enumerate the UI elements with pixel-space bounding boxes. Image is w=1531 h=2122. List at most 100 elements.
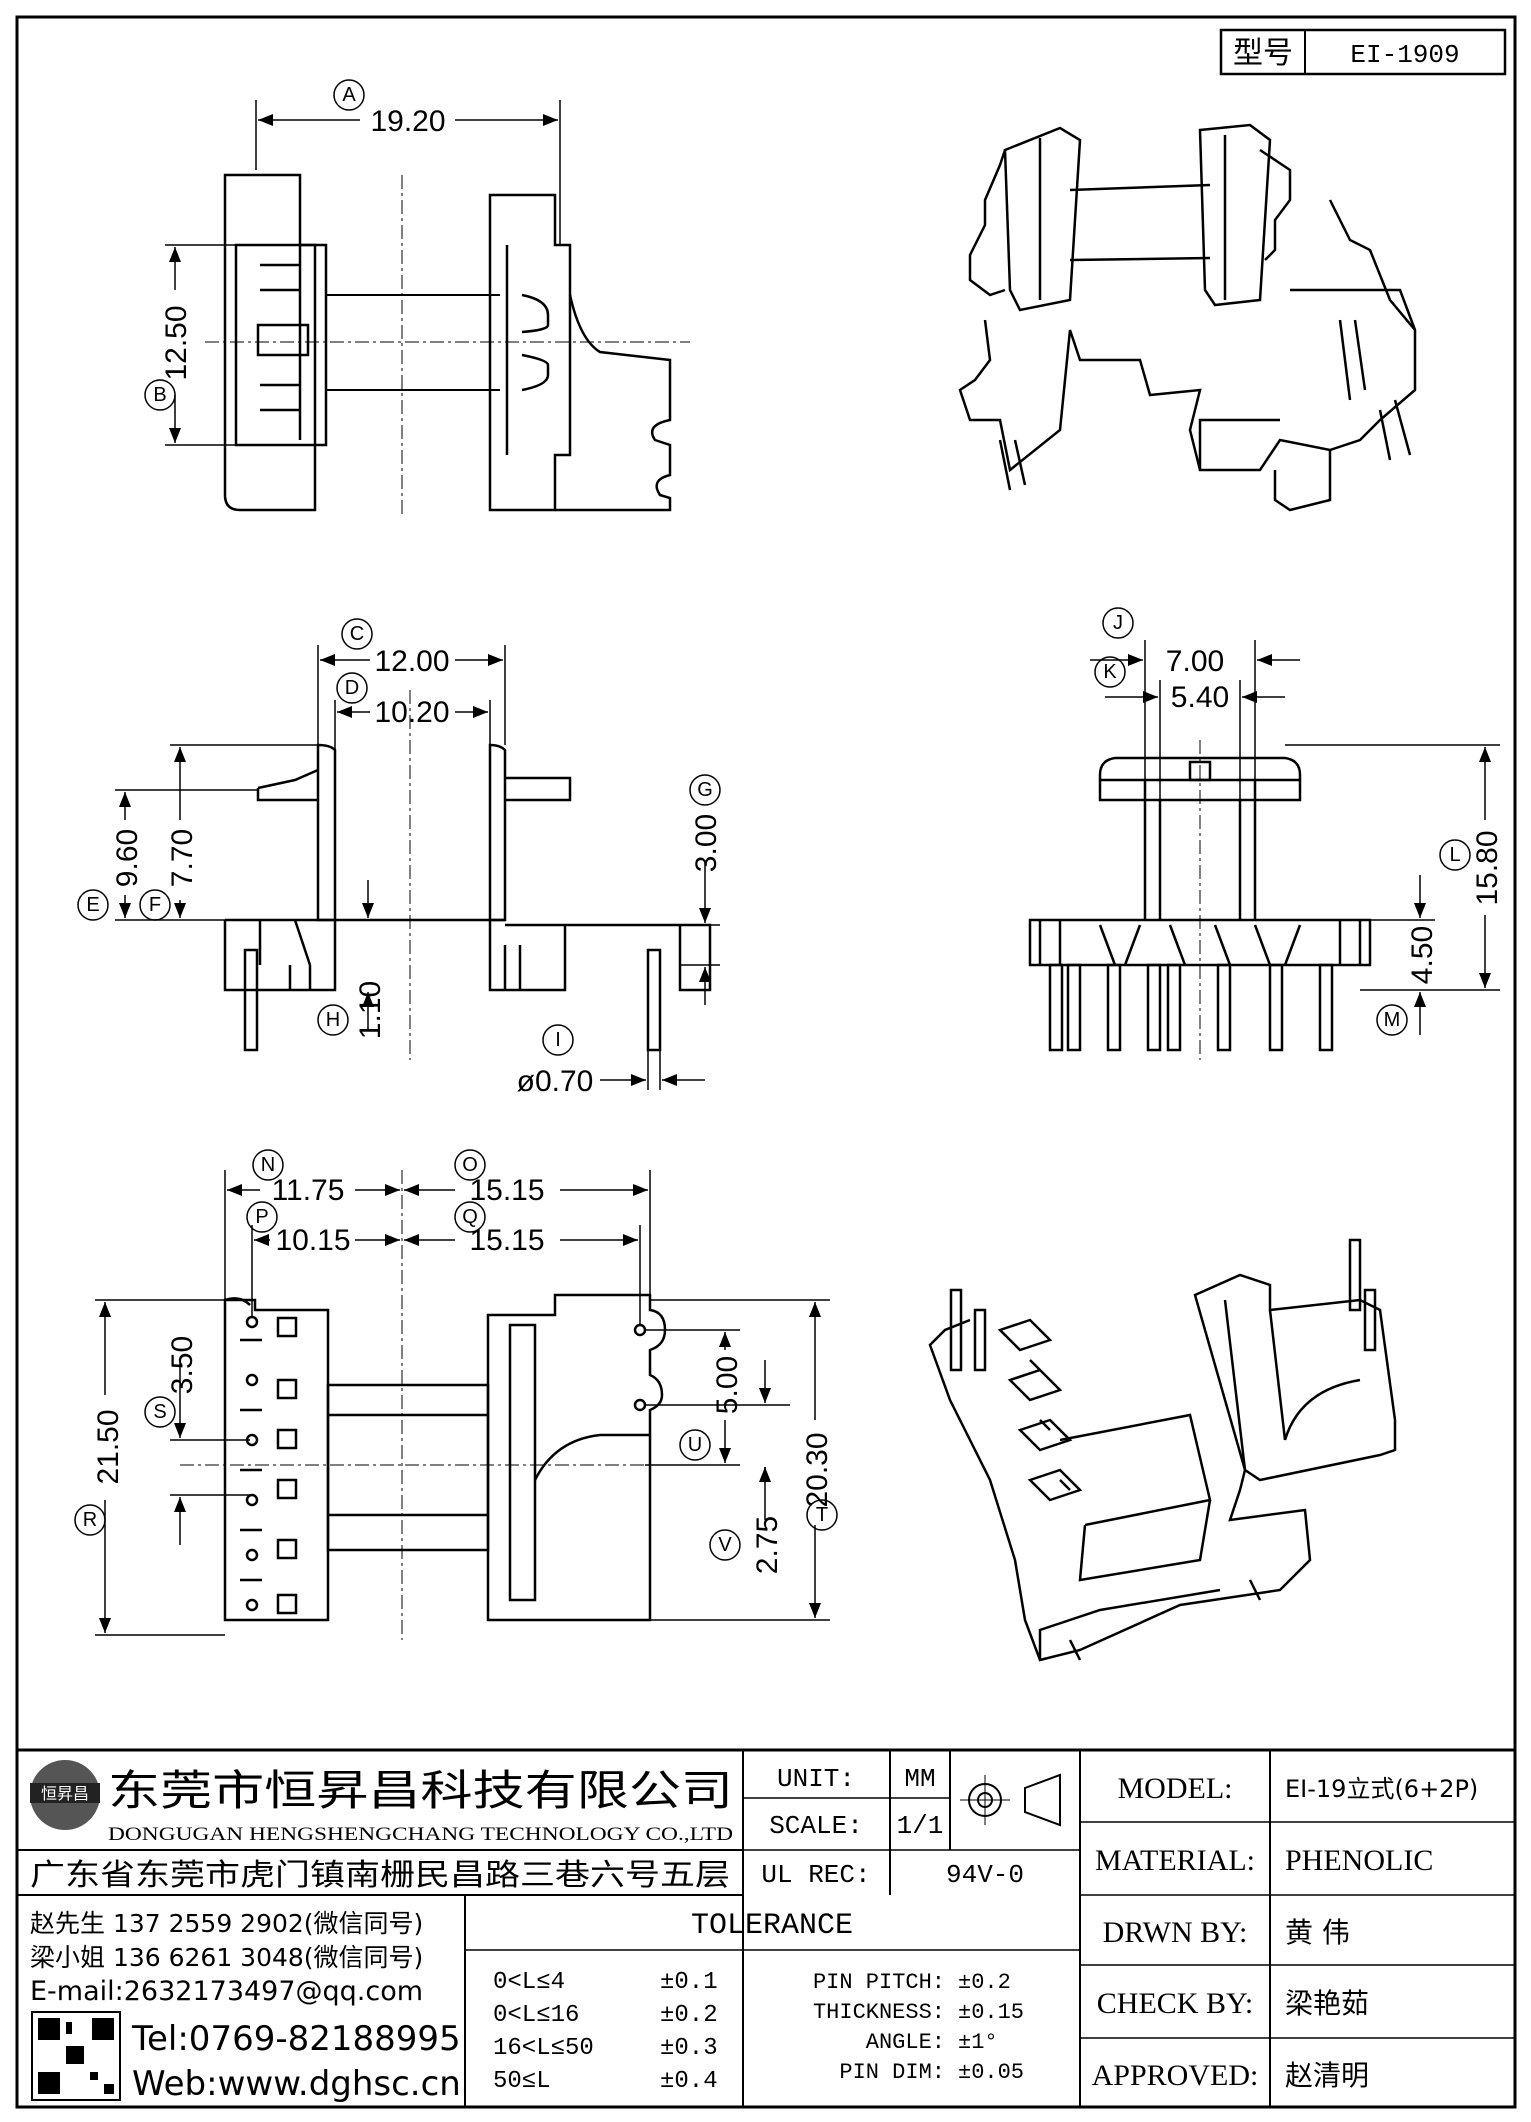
dim-S-value: 3.50 bbox=[166, 1336, 199, 1394]
dim-B bbox=[144, 244, 300, 446]
approved-label: APPROVED: bbox=[1092, 2059, 1259, 2092]
tol-range-1: 0<L≤4 bbox=[493, 1969, 565, 1996]
dim-P bbox=[246, 1201, 400, 1318]
angle-value: ±1° bbox=[958, 2030, 998, 2055]
bottom-view-centerlines bbox=[180, 1170, 660, 1640]
dim-G bbox=[680, 774, 721, 1005]
check-by-label: CHECK BY: bbox=[1097, 1987, 1253, 2020]
dim-P-value: 10.15 bbox=[275, 1224, 350, 1257]
company-name-cn: 东莞市恒昇昌科技有限公司 bbox=[108, 1766, 733, 1815]
dim-C bbox=[317, 618, 506, 745]
dim-Q bbox=[404, 1201, 641, 1325]
dim-G-value: 3.00 bbox=[690, 814, 723, 872]
dim-N bbox=[224, 1149, 400, 1300]
dim-O-value: 15.15 bbox=[469, 1174, 544, 1207]
dim-D bbox=[334, 672, 491, 750]
dim-I-circle-letter: I bbox=[555, 1029, 561, 1051]
dim-J-circle-letter: J bbox=[1113, 612, 1123, 634]
dim-N-circle-letter: N bbox=[261, 1154, 275, 1176]
dim-G-circle-letter: G bbox=[697, 779, 713, 801]
tol-value-2: ±0.2 bbox=[660, 2002, 718, 2029]
dim-M bbox=[1370, 875, 1435, 1036]
approved-value: 赵清明 bbox=[1285, 2059, 1369, 2092]
dim-K bbox=[1094, 656, 1285, 800]
pin-dim-label: PIN DIM: bbox=[839, 2060, 945, 2085]
dim-V-value: 2.75 bbox=[751, 1516, 784, 1574]
dim-A bbox=[255, 79, 561, 245]
pin-pitch-label: PIN PITCH: bbox=[813, 1970, 945, 1995]
dim-O bbox=[404, 1149, 651, 1295]
contact-2: 梁小姐 136 6261 3048(微信同号) bbox=[30, 1943, 423, 1972]
title-block-lines bbox=[17, 1748, 1515, 2107]
dim-L-circle-letter: L bbox=[1449, 844, 1460, 866]
pin-dim-value: ±0.05 bbox=[958, 2060, 1024, 2085]
dim-U-circle-letter: U bbox=[688, 1434, 702, 1456]
dim-H-value: 1.10 bbox=[354, 981, 387, 1039]
iso-view-top bbox=[958, 123, 1417, 512]
dim-S bbox=[144, 1360, 250, 1545]
dim-A-circle-letter: A bbox=[342, 84, 356, 106]
dim-E bbox=[77, 789, 258, 921]
company-tel: Tel:0769-82188995 bbox=[131, 2019, 461, 2059]
bottom-view bbox=[223, 1293, 667, 1622]
dim-F bbox=[139, 744, 318, 921]
dim-A-value: 19.20 bbox=[370, 105, 445, 138]
check-by-value: 梁艳茹 bbox=[1285, 1987, 1369, 2020]
ul-label: UL REC: bbox=[761, 1860, 870, 1890]
dim-H-circle-letter: H bbox=[326, 1009, 340, 1031]
sheet-border bbox=[15, 15, 1517, 2109]
side-view bbox=[1028, 756, 1372, 1052]
material-label: MATERIAL: bbox=[1095, 1844, 1255, 1877]
dim-M-value: 4.50 bbox=[1406, 926, 1439, 984]
dim-I-value: ø0.70 bbox=[517, 1065, 594, 1098]
dim-C-value: 12.00 bbox=[374, 645, 449, 678]
angle-label: ANGLE: bbox=[866, 2030, 945, 2055]
contact-1: 赵先生 137 2559 2902(微信同号) bbox=[30, 1909, 423, 1938]
dim-F-value: 7.70 bbox=[166, 829, 199, 887]
dim-J-value: 7.00 bbox=[1166, 645, 1224, 678]
dim-V-circle-letter: V bbox=[718, 1534, 732, 1556]
dim-H bbox=[317, 880, 374, 1036]
dim-T-value: 20.30 bbox=[801, 1432, 834, 1507]
dim-L-value: 15.80 bbox=[1471, 830, 1504, 905]
dim-T-circle-letter: T bbox=[816, 1504, 828, 1526]
type-header: 型号 EI-1909 bbox=[1219, 28, 1507, 76]
dim-K-value: 5.40 bbox=[1171, 681, 1229, 714]
dim-D-circle-letter: D bbox=[345, 677, 359, 699]
qr-code bbox=[31, 2011, 121, 2101]
tol-value-1: ±0.1 bbox=[660, 1969, 718, 1996]
dim-E-circle-letter: E bbox=[86, 894, 99, 916]
projection-symbol bbox=[960, 1773, 1061, 1827]
ul-value: 94V-0 bbox=[946, 1860, 1024, 1890]
dim-K-circle-letter: K bbox=[1103, 661, 1117, 683]
drawn-by-value: 黄 伟 bbox=[1285, 1916, 1350, 1949]
dim-C-circle-letter: C bbox=[350, 623, 364, 645]
dim-Q-circle-letter: Q bbox=[462, 1206, 478, 1228]
logo-lettering: 恒昇昌 bbox=[41, 1784, 89, 1803]
tol-range-2: 0<L≤16 bbox=[493, 2002, 579, 2029]
dim-R-value: 21.50 bbox=[92, 1409, 125, 1484]
top-view-centerlines bbox=[205, 175, 690, 515]
dim-P-circle-letter: P bbox=[255, 1206, 268, 1228]
pin-pitch-value: ±0.2 bbox=[958, 1970, 1011, 1995]
company-web: Web:www.dghsc.cn bbox=[132, 2064, 461, 2104]
dim-Q-value: 15.15 bbox=[469, 1224, 544, 1257]
dim-L bbox=[1285, 744, 1500, 991]
scale-label: SCALE: bbox=[769, 1811, 863, 1841]
dim-R-circle-letter: R bbox=[83, 1509, 97, 1531]
material-value: PHENOLIC bbox=[1285, 1844, 1433, 1877]
dim-U bbox=[645, 1329, 740, 1466]
dim-N-value: 11.75 bbox=[272, 1174, 345, 1207]
dim-J bbox=[1090, 607, 1300, 780]
dim-M-circle-letter: M bbox=[1384, 1009, 1401, 1031]
dim-B-circle-letter: B bbox=[153, 384, 166, 406]
company-address: 广东省东莞市虎门镇南栅民昌路三巷六号五层 bbox=[30, 1858, 730, 1893]
company-logo: 恒昇昌 bbox=[30, 1760, 100, 1830]
dim-B-value: 12.50 bbox=[160, 305, 193, 380]
front-view bbox=[223, 743, 712, 1052]
thickness-value: ±0.15 bbox=[958, 2000, 1024, 2025]
tol-value-4: ±0.4 bbox=[660, 2068, 718, 2095]
unit-label: UNIT: bbox=[777, 1764, 855, 1794]
tol-range-3: 16<L≤50 bbox=[493, 2035, 594, 2062]
